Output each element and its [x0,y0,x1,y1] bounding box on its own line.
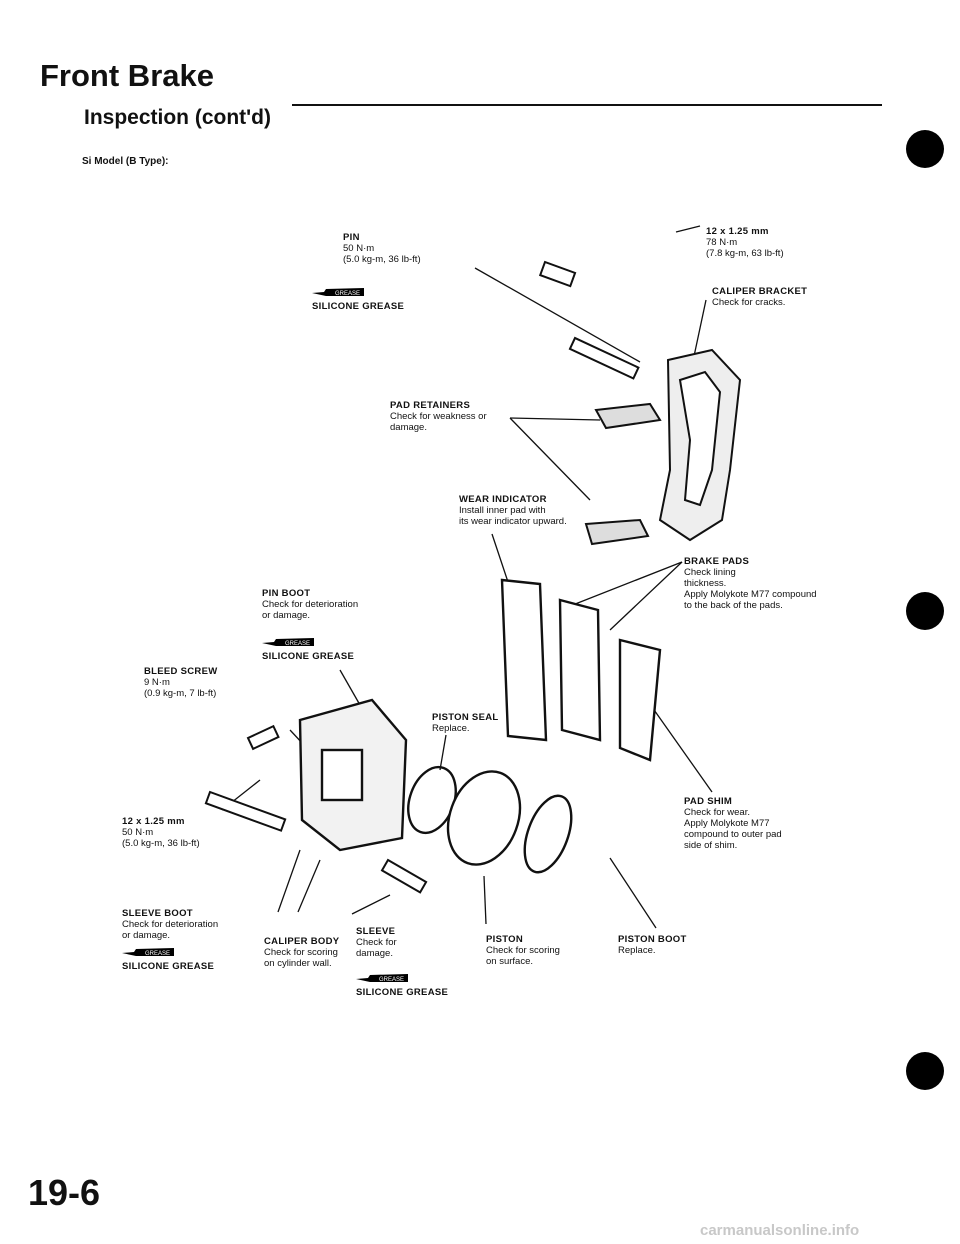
brake-pads-shape [500,578,662,762]
label-bolt-bottom: 12 x 1.25 mm 50 N·m (5.0 kg-m, 36 lb-ft) [122,816,200,849]
grease-tube-icon: GREASE [262,638,314,647]
label-sleeve-boot-grease: GREASE SILICONE GREASE [122,944,214,972]
binder-hole-dot [906,1052,944,1090]
label-sleeve-boot: SLEEVE BOOT Check for deterioration or d… [122,908,219,941]
svg-text:GREASE: GREASE [285,641,310,647]
label-pad-retainers: PAD RETAINERS Check for weakness or dama… [390,400,487,433]
label-caliper-body: CALIPER BODY Check for scoring on cylind… [264,936,340,969]
svg-text:GREASE: GREASE [335,291,360,297]
watermark: carmanualsonline.info [700,1222,860,1239]
bolt-sleeve-shapes [204,724,428,894]
grease-tube-icon: GREASE [312,288,364,297]
label-pin-boot-grease: GREASE SILICONE GREASE [262,634,354,662]
label-bolt-top: 12 x 1.25 mm 78 N·m (7.8 kg-m, 63 lb-ft) [706,226,784,259]
header-rule [292,104,882,106]
page-number: 19-6 [28,1172,101,1213]
label-piston-seal: PISTON SEAL Replace. [432,712,499,734]
pin-shape [538,260,640,380]
svg-text:GREASE: GREASE [145,951,170,957]
model-label: Si Model (B Type): [82,156,169,167]
label-wear-indicator: WEAR INDICATOR Install inner pad with it… [459,494,567,527]
page-title: Front Brake [40,58,214,93]
section-subtitle: Inspection (cont'd) [84,106,271,129]
label-sleeve: SLEEVE Check for damage. [356,926,397,959]
grease-tube-icon: GREASE [356,974,408,983]
piston-parts-shape [407,765,573,874]
label-bleed-screw: BLEED SCREW 9 N·m (0.9 kg-m, 7 lb-ft) [144,666,218,699]
grease-tube-icon: GREASE [122,948,174,957]
label-pin-boot: PIN BOOT Check for deterioration or dama… [262,588,359,621]
caliper-body-shape [298,698,408,852]
caliper-bracket-shape [658,348,742,542]
svg-text:GREASE: GREASE [379,977,404,983]
binder-hole-dot [906,130,944,168]
label-piston-boot: PISTON BOOT Replace. [618,934,687,956]
label-caliper-bracket: CALIPER BRACKET Check for cracks. [712,286,808,308]
label-pin-grease: GREASE SILICONE GREASE [312,284,404,312]
pad-retainers-shape [584,402,662,546]
label-pad-shim: PAD SHIM Check for wear. Apply Molykote … [684,796,782,851]
label-pin: PIN 50 N·m (5.0 kg-m, 36 lb-ft) [343,232,421,265]
binder-hole-dot [906,592,944,630]
label-piston: PISTON Check for scoring on surface. [486,934,560,967]
label-sleeve-grease: GREASE SILICONE GREASE [356,970,448,998]
label-brake-pads: BRAKE PADS Check lining thickness. Apply… [684,556,817,611]
